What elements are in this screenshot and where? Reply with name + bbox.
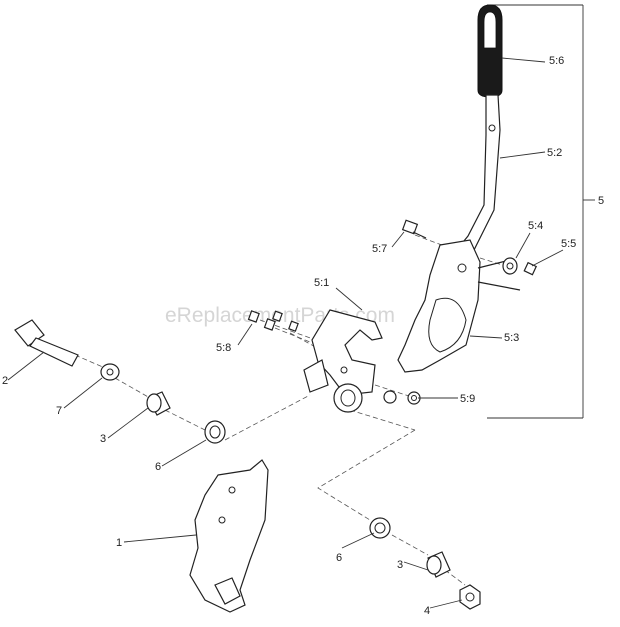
leader-lines <box>7 57 564 609</box>
callout-5: 5 <box>598 195 604 207</box>
callout-5-6: 5:6 <box>549 55 564 67</box>
screws-5-8 <box>247 310 299 332</box>
nut-4 <box>459 584 481 610</box>
callout-4: 4 <box>424 605 430 617</box>
callout-5-4: 5:4 <box>528 220 543 232</box>
callout-3-upper: 3 <box>100 433 106 445</box>
mount-bracket <box>303 309 383 413</box>
callout-3-lower: 3 <box>397 559 403 571</box>
callout-7: 7 <box>56 405 62 417</box>
callout-1: 1 <box>116 537 122 549</box>
callout-5-3: 5:3 <box>504 332 519 344</box>
callout-5-1: 5:1 <box>314 277 329 289</box>
nuts-5-9 <box>383 390 421 405</box>
callout-5-2: 5:2 <box>547 147 562 159</box>
hand-grip <box>477 4 503 98</box>
callout-6-lower: 6 <box>336 552 342 564</box>
spacer-3-lower <box>426 551 451 578</box>
washer-7 <box>100 363 120 381</box>
callout-5-5: 5:5 <box>561 238 576 250</box>
bolt-5-7 <box>401 219 427 239</box>
bushing-6-lower <box>369 517 391 539</box>
callout-5-8: 5:8 <box>216 342 231 354</box>
callout-5-7: 5:7 <box>372 243 387 255</box>
spacer-3-upper <box>146 391 171 416</box>
bushing-6-upper <box>204 420 226 444</box>
assembly-dashed-lines <box>74 234 513 586</box>
bolt-2 <box>14 319 79 367</box>
callout-5-9: 5:9 <box>460 393 475 405</box>
lever-arm <box>454 94 501 263</box>
callout-labels: 5:6 5:2 5 5:4 5:5 5:7 5:1 5:3 5:8 5:9 2 … <box>2 55 604 617</box>
callout-6-upper: 6 <box>155 461 161 473</box>
assembly-5-bracket <box>487 4 595 419</box>
callout-2: 2 <box>2 375 8 387</box>
spacer-5-4 <box>502 257 518 275</box>
lever-plate <box>397 239 521 373</box>
pedal-plate <box>189 459 269 613</box>
